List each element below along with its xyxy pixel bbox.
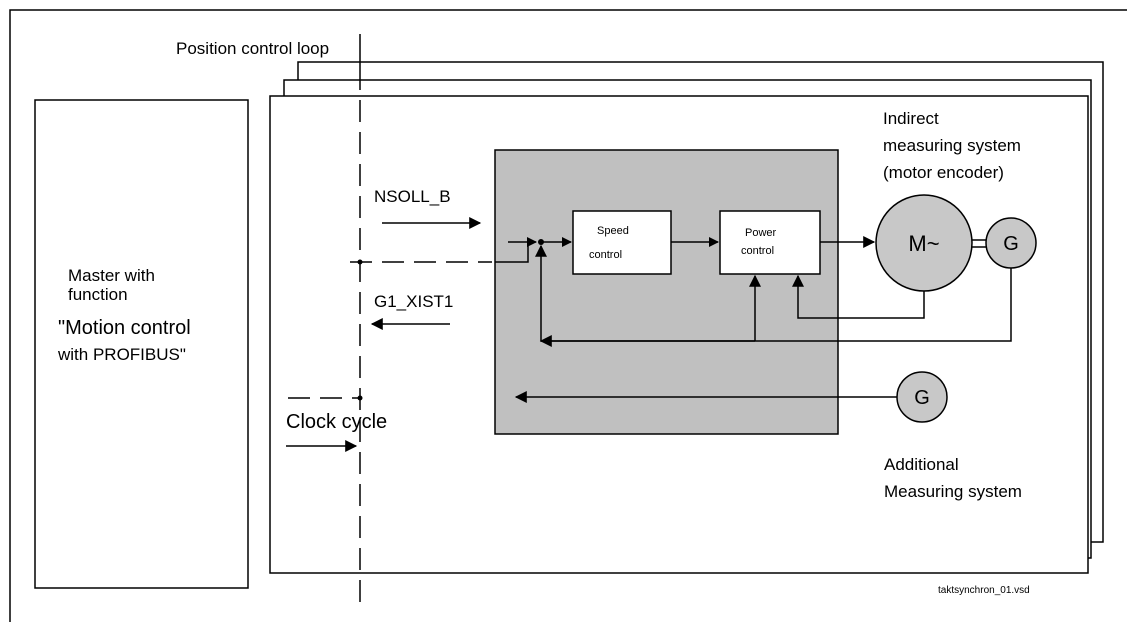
nsoll-label: NSOLL_B: [374, 187, 451, 206]
speed-feedback-line: [535, 244, 1012, 342]
additional-label-line2: Measuring system: [884, 482, 1022, 501]
indirect-label-line1: Indirect: [883, 109, 939, 128]
file-name-label: taktsynchron_01.vsd: [938, 585, 1030, 596]
g1-xist1-label: G1_XIST1: [374, 292, 453, 311]
controller-block: [494, 149, 839, 435]
master-box: [34, 99, 249, 589]
master-label-line2: function: [68, 285, 128, 304]
additional-encoder-label: G: [914, 387, 930, 409]
master-label-line4: with PROFIBUS": [57, 345, 186, 364]
clock-cycle-label: Clock cycle: [286, 411, 387, 433]
outer-frame: [9, 9, 1127, 622]
master-label-line1: Master with: [68, 266, 155, 285]
speed-control-box: [572, 210, 672, 275]
input-from-setpoint-line: [495, 244, 529, 263]
speed-control-label-line2: control: [589, 249, 622, 261]
power-control-box: [719, 210, 821, 275]
power-control-label-line1: Power: [745, 227, 777, 239]
master-label-line3: "Motion control: [58, 317, 191, 339]
indirect-label-line3: (motor encoder): [883, 163, 1004, 182]
motor-encoder-label: G: [1003, 233, 1019, 255]
indirect-label-line2: measuring system: [883, 136, 1021, 155]
clock-junction-dot: [357, 395, 363, 401]
position-control-loop-label: Position control loop: [176, 39, 329, 58]
power-control-label-line2: control: [741, 245, 774, 257]
speed-control-label-line1: Speed: [597, 225, 629, 237]
additional-label-line1: Additional: [884, 455, 959, 474]
motor-label: M~: [908, 231, 939, 256]
current-feedback-right-arrow: [792, 274, 925, 319]
setpoint-junction-dot: [357, 259, 363, 265]
